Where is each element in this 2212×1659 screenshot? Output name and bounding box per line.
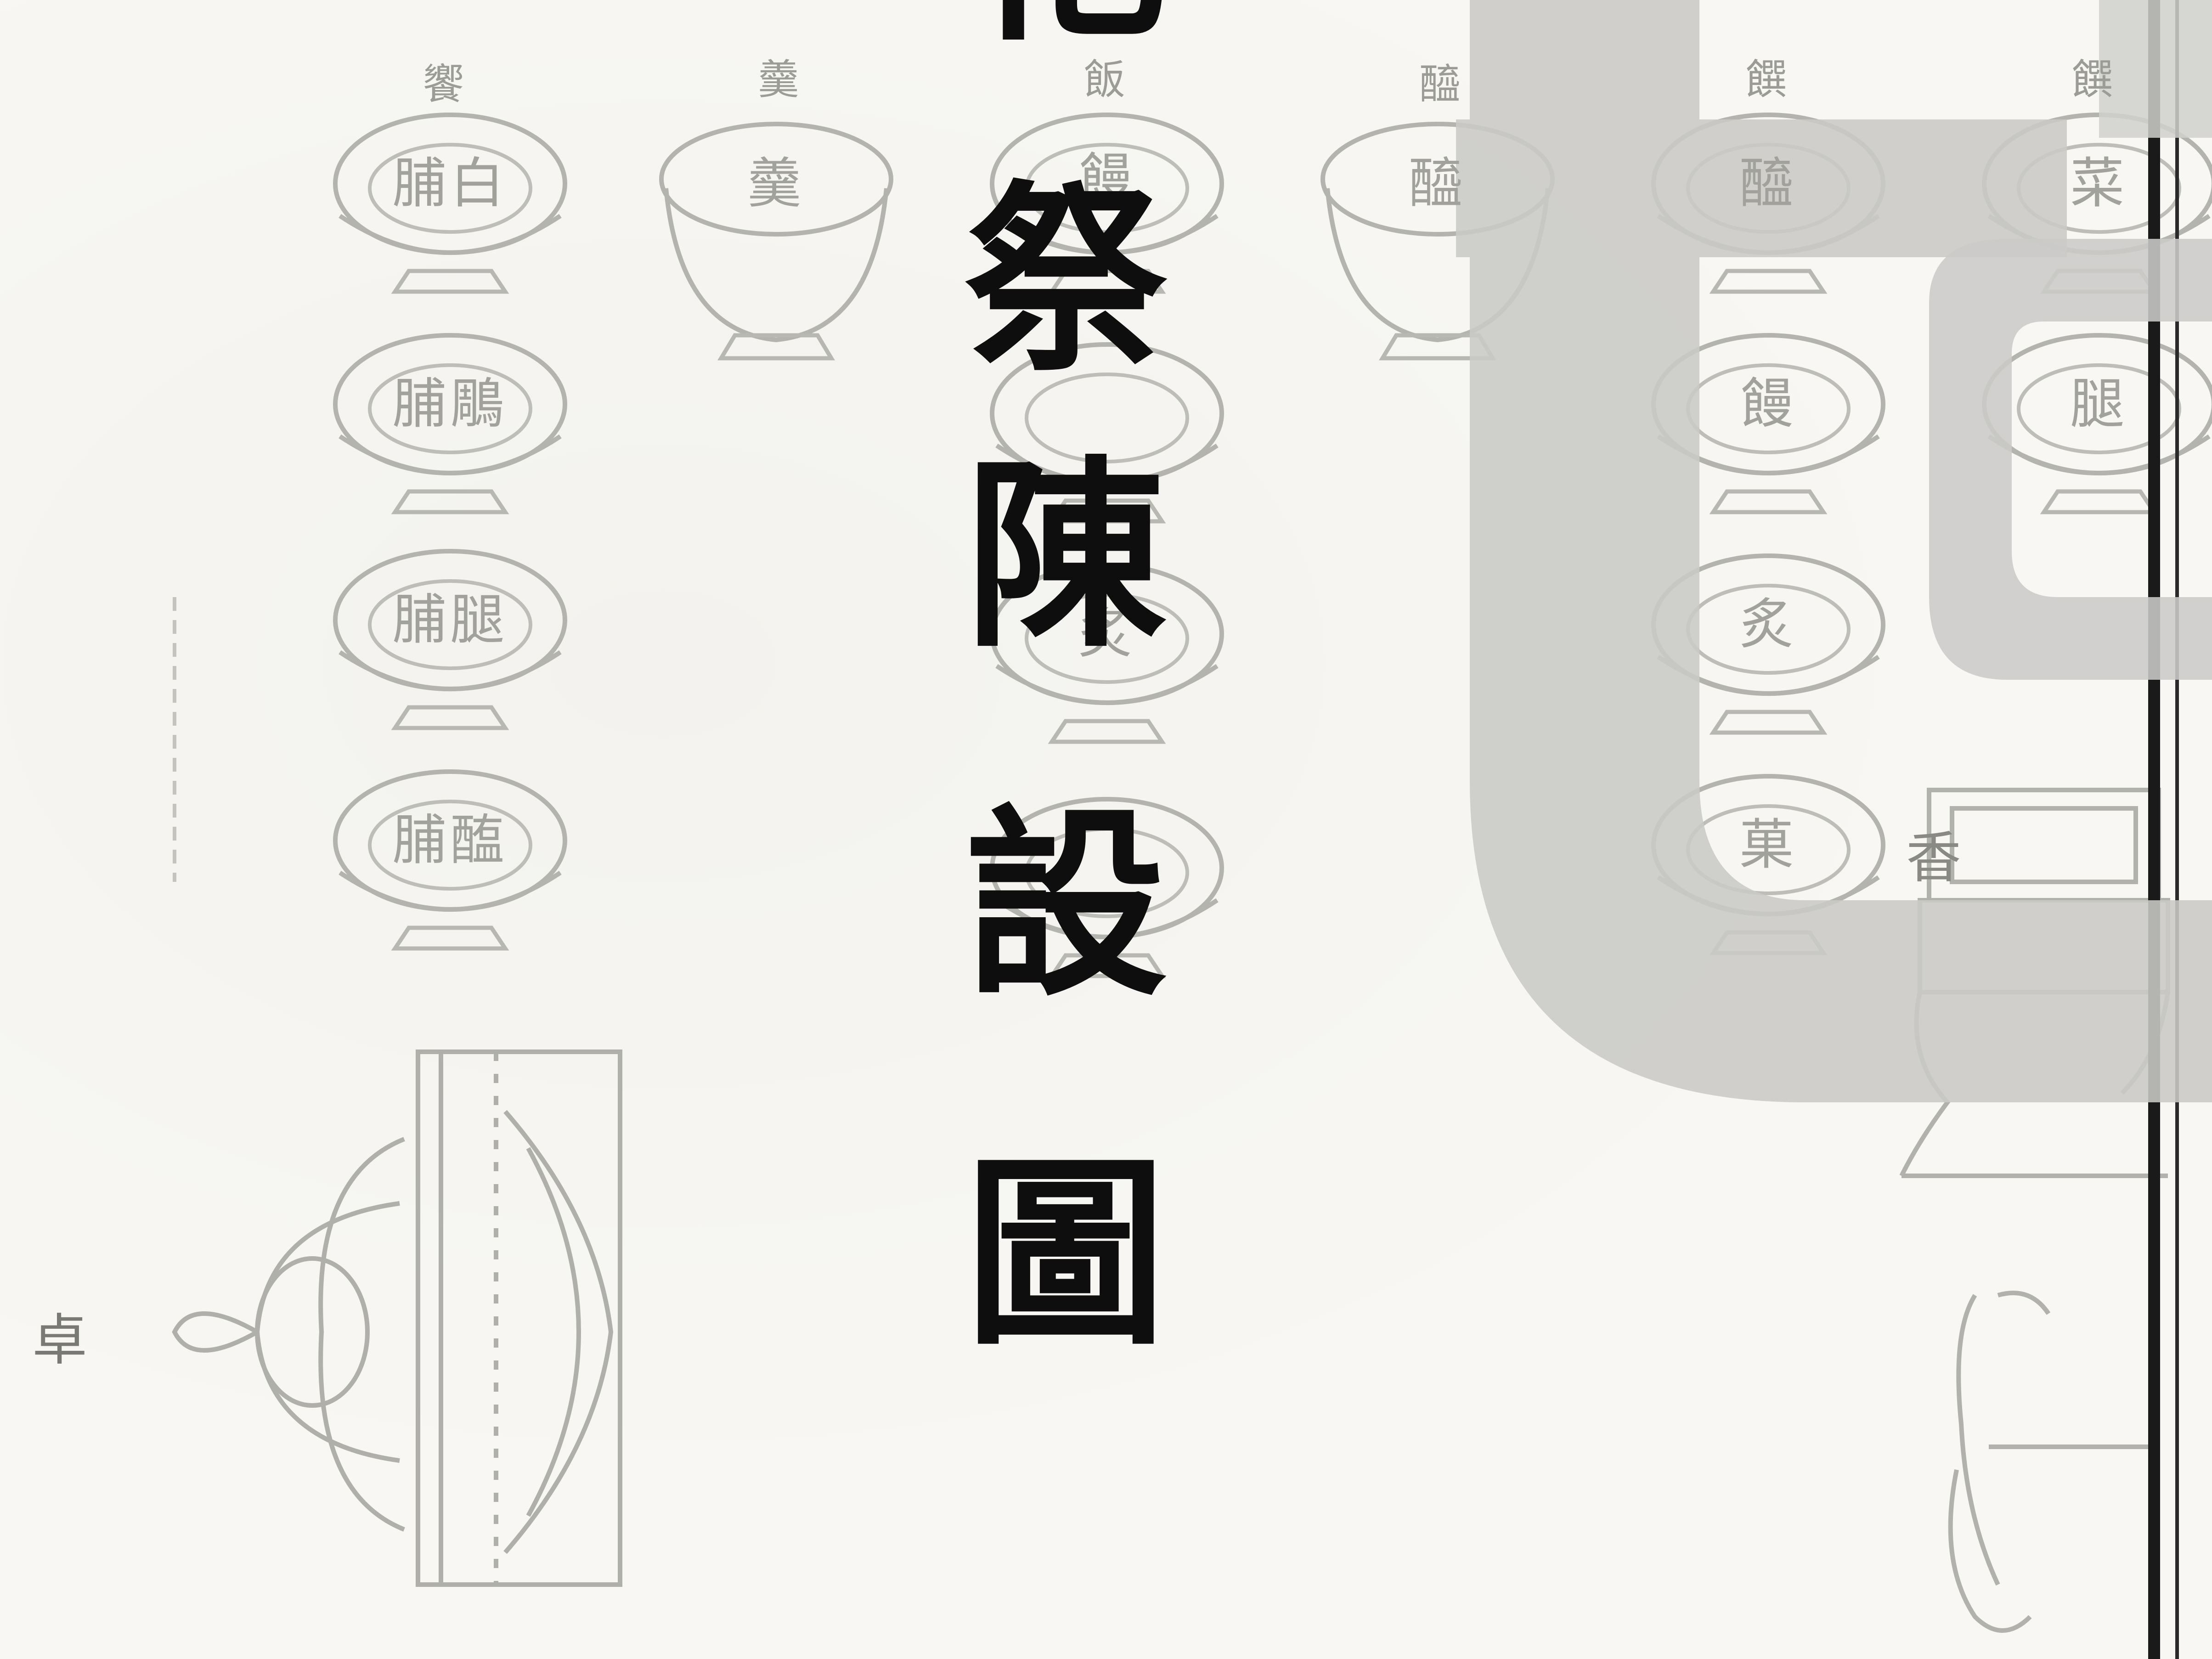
column-header-label: 羹 — [758, 56, 799, 104]
vessel-label: 饅 — [1078, 147, 1136, 210]
vessel-label: 菓 — [1739, 813, 1797, 876]
side-label: 卓 — [32, 1309, 87, 1372]
vessel-label: 醯 — [1408, 152, 1467, 215]
column-header-label: 饌 — [2071, 56, 2113, 104]
vertical-title: 祀 祭 陳 設 圖 — [937, 0, 1194, 1355]
vessel-label: 腿 — [2070, 372, 2128, 435]
column-header-label: 饗 — [423, 60, 464, 108]
title-character: 設 — [965, 786, 1167, 1023]
title-character: 祭 — [965, 161, 1167, 399]
vessel-label: 脯鵰 — [392, 372, 508, 435]
column-header-label: 醯 — [1419, 60, 1461, 108]
vessel-label: 醯 — [1739, 152, 1797, 215]
vessel-label: 饅 — [1739, 372, 1797, 435]
altar-tab-label: 香 — [1906, 826, 1961, 890]
watermark-logo — [1456, 0, 2212, 1102]
large-vessel-drawing — [172, 1050, 622, 1587]
vessel-label: 脯白 — [392, 152, 508, 215]
title-character: 祀 — [937, 0, 1194, 51]
title-character: 圖 — [965, 1135, 1167, 1372]
vessel-label: 菜 — [2070, 152, 2128, 215]
column-header-label: 飯 — [1084, 56, 1125, 104]
column-header-label: 饌 — [1745, 56, 1787, 104]
vessel-label: 脯醢 — [392, 808, 508, 872]
vessel-label: 脯腿 — [392, 588, 508, 651]
vessel-label: 炙 — [1739, 592, 1797, 656]
title-character: 陳 — [965, 437, 1167, 674]
vessel-label: 羹 — [747, 152, 805, 215]
vessel-label: 炙 — [1078, 602, 1136, 665]
